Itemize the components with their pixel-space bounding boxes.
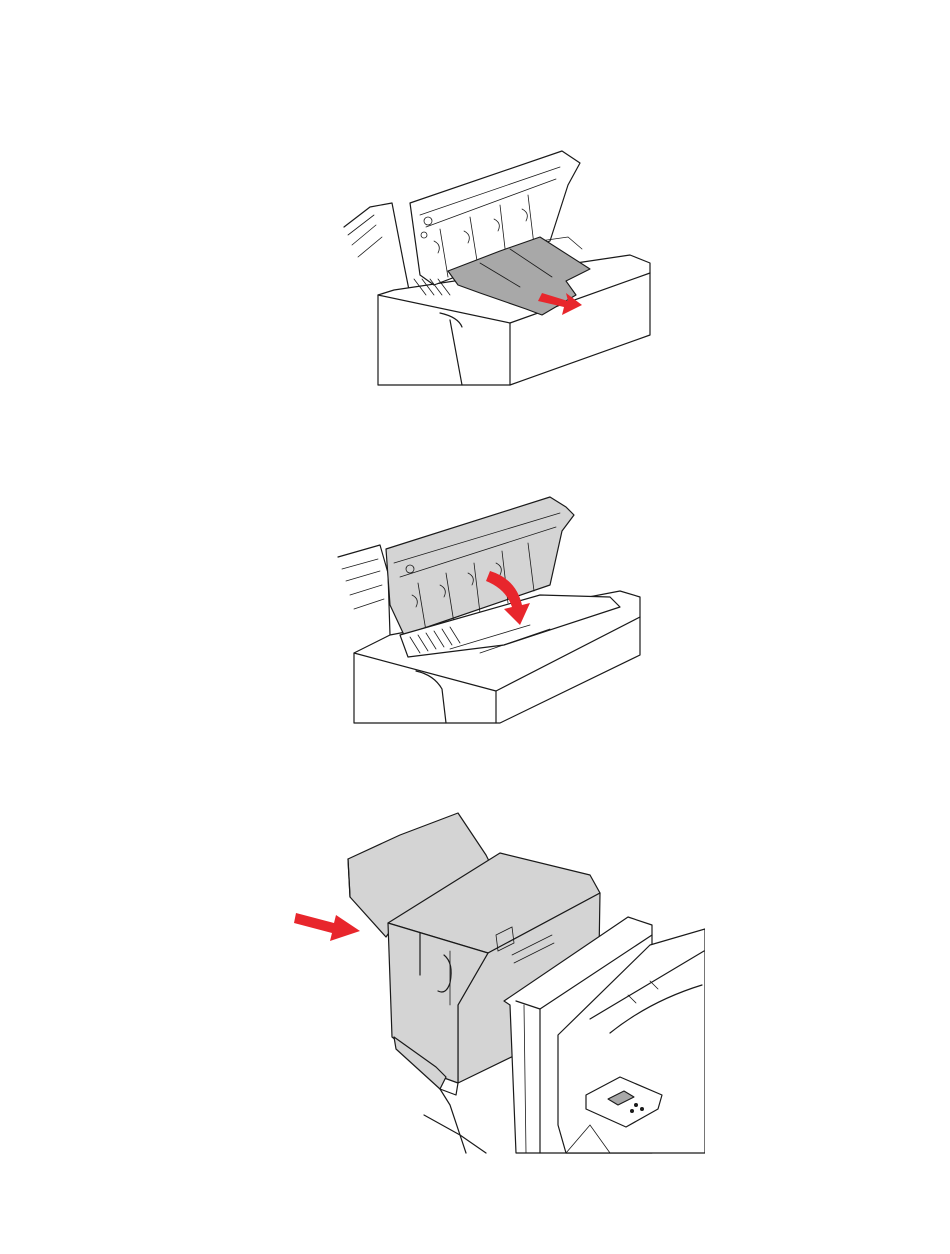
push-in-arrow <box>294 913 360 941</box>
illustration-close-top-cover <box>330 485 650 725</box>
illustration-push-finisher-back <box>290 805 705 1155</box>
illustration-remove-jammed-paper <box>330 145 660 390</box>
